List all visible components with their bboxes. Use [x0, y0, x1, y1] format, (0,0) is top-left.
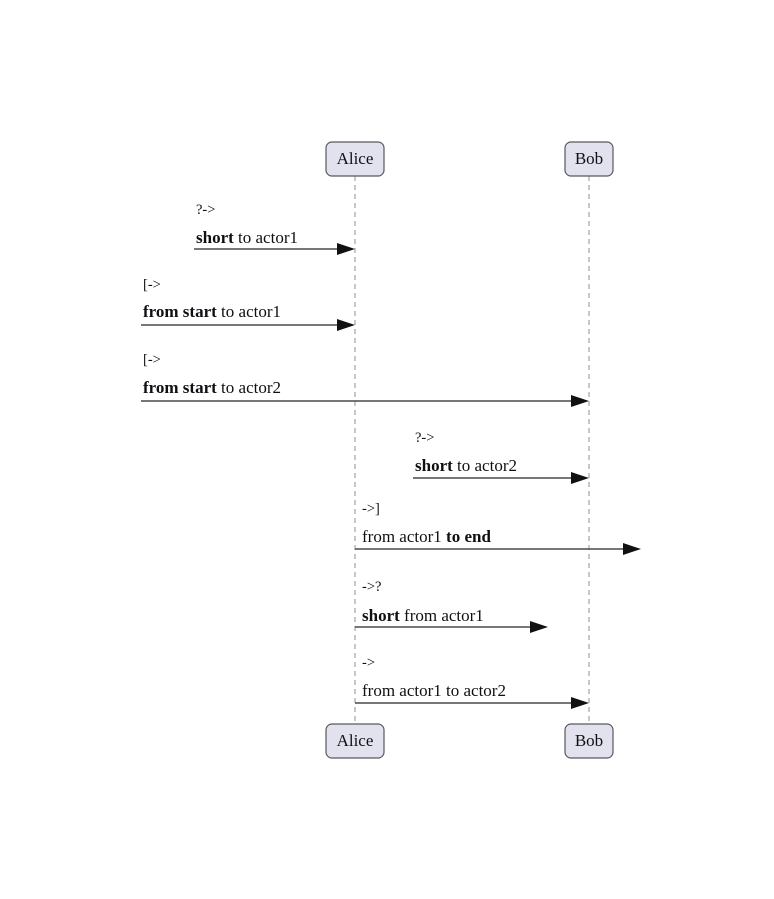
message-7[interactable]: -> from actor1 to actor2 — [355, 655, 589, 709]
actor-label-bob-top: Bob — [575, 149, 603, 168]
message-2-label: from start to actor1 — [143, 302, 281, 321]
message-7-arrow-syntax: -> — [362, 655, 375, 671]
message-1-arrowhead — [337, 243, 355, 255]
actor-header-bob[interactable]: Bob — [564, 141, 614, 177]
messages-layer: ?-> short to actor1 [-> from start to ac… — [141, 202, 641, 709]
message-2-label-plain: to actor1 — [217, 302, 281, 321]
message-2[interactable]: [-> from start to actor1 — [141, 277, 355, 331]
message-1-arrow-syntax: ?-> — [196, 202, 215, 218]
message-7-label: from actor1 to actor2 — [362, 681, 506, 700]
message-3-arrow-syntax: [-> — [143, 352, 161, 368]
message-6-arrow-syntax: ->? — [362, 579, 381, 595]
message-4-arrowhead — [571, 472, 589, 484]
message-5-label-bold: to end — [446, 527, 491, 546]
actor-box-alice-bottom[interactable] — [325, 723, 385, 759]
message-6-label: short from actor1 — [362, 606, 484, 625]
message-3-label: from start to actor2 — [143, 378, 281, 397]
actor-box-bob-top[interactable] — [564, 141, 614, 177]
actor-footer-bob[interactable]: Bob — [564, 723, 614, 759]
actor-footer-alice[interactable]: Alice — [325, 723, 385, 759]
message-3-label-bold: from start — [143, 378, 217, 397]
actor-label-alice-bottom: Alice — [337, 731, 374, 750]
actor-label-bob-bottom: Bob — [575, 731, 603, 750]
message-4[interactable]: ?-> short to actor2 — [413, 430, 589, 484]
message-7-arrowhead — [571, 697, 589, 709]
actor-label-alice-top: Alice — [337, 149, 374, 168]
message-1-label-bold: short — [196, 228, 234, 247]
message-1-label: short to actor1 — [196, 228, 298, 247]
message-1[interactable]: ?-> short to actor1 — [194, 202, 355, 255]
message-7-label-plain: from actor1 to actor2 — [362, 681, 506, 700]
message-4-arrow-syntax: ?-> — [415, 430, 434, 446]
message-6[interactable]: ->? short from actor1 — [355, 579, 548, 633]
message-6-arrowhead — [530, 621, 548, 633]
message-1-label-plain: to actor1 — [234, 228, 298, 247]
message-4-label-plain: to actor2 — [453, 456, 517, 475]
message-4-label: short to actor2 — [415, 456, 517, 475]
message-2-label-bold: from start — [143, 302, 217, 321]
message-5-arrow-syntax: ->] — [362, 501, 380, 517]
message-2-arrowhead — [337, 319, 355, 331]
message-5-arrowhead — [623, 543, 641, 555]
actor-header-alice[interactable]: Alice — [325, 141, 385, 177]
message-4-label-bold: short — [415, 456, 453, 475]
lifelines-layer — [354, 176, 590, 724]
message-5-label-plain: from actor1 — [362, 527, 446, 546]
message-5-label: from actor1 to end — [362, 527, 491, 546]
message-2-arrow-syntax: [-> — [143, 277, 161, 293]
message-3-arrowhead — [571, 395, 589, 407]
actor-box-bob-bottom[interactable] — [564, 723, 614, 759]
message-5[interactable]: ->] from actor1 to end — [355, 501, 641, 555]
message-6-label-bold: short — [362, 606, 400, 625]
message-6-label-plain: from actor1 — [400, 606, 484, 625]
actor-box-alice-top[interactable] — [325, 141, 385, 177]
message-3-label-plain: to actor2 — [217, 378, 281, 397]
message-3[interactable]: [-> from start to actor2 — [141, 352, 589, 407]
